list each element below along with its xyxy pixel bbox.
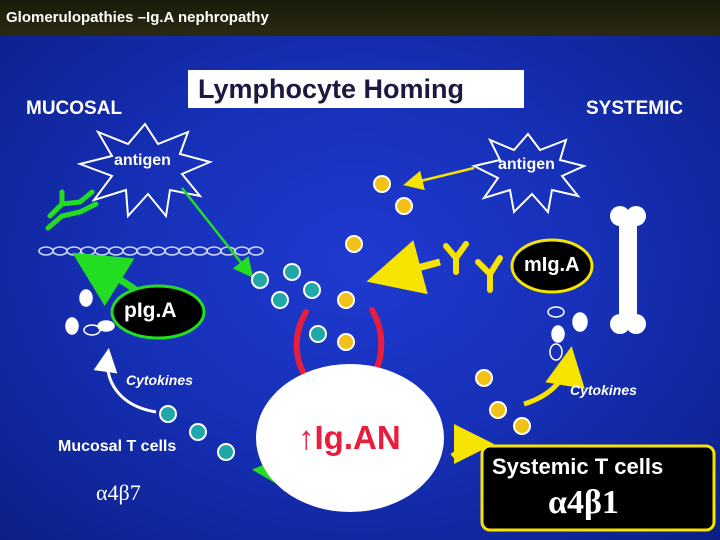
systemic-tcells-box: [480, 444, 716, 532]
piga-ellipse: [110, 284, 206, 340]
systemic-t-cells-label: Systemic T cells: [492, 454, 664, 479]
systemic-antigen-arrow: [403, 166, 475, 191]
systemic-cytokines-arrow: [523, 346, 585, 407]
mucosal-t-cells-label: Mucosal T cells: [58, 438, 177, 455]
heading-banner: [188, 70, 524, 108]
to-systemic-tcells-arrow: [450, 424, 494, 465]
mucosal-antigen-starburst: [76, 122, 214, 219]
antibody-icon: [443, 241, 503, 293]
systemic-cytokines-label: Cytokines: [570, 382, 637, 398]
systemic-b-cells: [547, 306, 588, 361]
systemic-antigen-starburst: [471, 132, 588, 215]
mucosal-integrin-label: α4β7: [96, 480, 141, 505]
lymphocyte-homing-diagram: Lymphocyte Homing MUCOSAL SYSTEMIC antig…: [0, 36, 720, 540]
mucosal-label: MUCOSAL: [26, 98, 123, 119]
systemic-label: SYSTEMIC: [586, 98, 684, 119]
systemic-integrin-label: α4β1: [548, 484, 619, 521]
vessel-left-arc: [293, 309, 309, 377]
diagram-graphics: [38, 70, 716, 532]
gold-cells: [337, 175, 531, 435]
piga-label: pIg.A: [124, 299, 177, 322]
secretory-iga-icon: [45, 189, 99, 231]
systemic-antigen-label: antigen: [498, 156, 555, 173]
antigen-to-cells-arrow: [181, 187, 254, 278]
diagram-heading: Lymphocyte Homing: [198, 74, 465, 104]
mucosal-cytokines-arrow: [93, 348, 157, 414]
miga-label: mIg.A: [524, 254, 580, 276]
bone-icon: [610, 206, 646, 334]
title-bar: Glomerulopathies –Ig.A nephropathy: [0, 0, 720, 36]
mucosal-antigen-label: antigen: [114, 152, 171, 169]
slide-title: Glomerulopathies –Ig.A nephropathy: [6, 9, 269, 26]
mucosal-cytokines-label: Cytokines: [126, 372, 193, 388]
epithelium-chain: [38, 246, 264, 256]
teal-cells: [159, 263, 327, 461]
miga-ellipse: [510, 238, 594, 294]
vessel-right-arc: [369, 307, 385, 377]
igan-circle: [256, 364, 444, 512]
mucosal-b-cells: [65, 289, 115, 336]
igan-label: ↑Ig.AN: [298, 419, 401, 456]
miga-to-center-arrow: [366, 240, 441, 295]
